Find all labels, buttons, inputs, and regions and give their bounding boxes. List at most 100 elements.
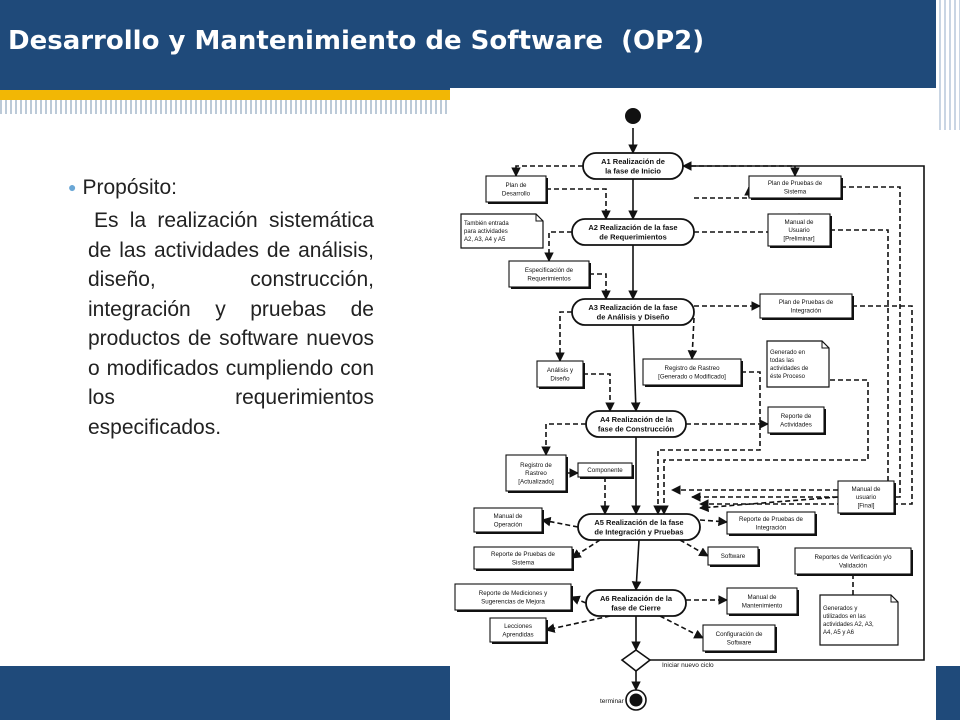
- purpose-text: Es la realización sistemática de las act…: [88, 209, 374, 439]
- diagram-label: Actividades: [780, 421, 812, 428]
- diagram-label: [Actualizado]: [518, 478, 554, 485]
- diagram-label: Reporte de Pruebas de: [491, 551, 556, 558]
- artifact-shape: [642, 358, 742, 386]
- diagram-label: Desarrollo: [502, 190, 531, 197]
- diagram-label: Plan de Pruebas de: [768, 180, 823, 187]
- diagram-label: Sistema: [512, 559, 535, 566]
- artifact-componente: Componente: [577, 462, 634, 479]
- data-flow-arrow: [541, 423, 586, 456]
- title-bar: [0, 0, 960, 90]
- diagram-label: Análisis y: [547, 367, 574, 374]
- artifact-registro-rastreo-gen: Registro de Rastreo[Generado o Modificad…: [642, 358, 743, 387]
- slide-title: Desarrollo y Mantenimiento de Software (…: [8, 26, 705, 56]
- diagram-label: utilizados en las: [823, 614, 866, 620]
- data-flow-arrow: [544, 231, 572, 262]
- diagram-label: Sugerencias de Mejora: [481, 598, 545, 605]
- diagram-label: Plan de Pruebas de: [779, 299, 834, 306]
- diagram-label: Sistema: [784, 188, 807, 195]
- data-flow-arrow: [687, 317, 698, 360]
- diagram-label: de Análisis y Diseño: [597, 312, 670, 321]
- diagram-label: A4 Realización de la: [600, 415, 673, 424]
- diagram-label: Usuario: [788, 227, 810, 234]
- artifact-shape: [726, 587, 798, 615]
- diagram-label: para actividades: [464, 229, 508, 235]
- diagram-label: Mantenimiento: [742, 602, 783, 609]
- artifact-shape: [473, 507, 543, 533]
- diagram-label: fase de Cierre: [611, 603, 661, 612]
- diagram-label: Plan de: [506, 182, 528, 189]
- artifact-shape: [702, 624, 776, 652]
- diagram-label: de Integración y Pruebas: [594, 527, 683, 536]
- data-flow-arrow: [511, 165, 583, 177]
- diagram-label: Configuración de: [716, 631, 763, 638]
- artifact-shape: [505, 454, 567, 492]
- end-label: terminar: [600, 698, 625, 705]
- data-flow-arrow: [589, 273, 611, 300]
- control-flow-arrow: [650, 161, 925, 661]
- artifact-shape: [794, 547, 912, 575]
- diagram-label: [Preliminar]: [783, 235, 815, 242]
- diagram-label: Integración: [756, 524, 787, 531]
- data-flow-arrow: [659, 615, 704, 639]
- activity-node-shape: [585, 589, 687, 617]
- diagram-label: Manual de: [785, 219, 814, 226]
- start-node: [625, 108, 641, 124]
- diagram-label: También entrada: [464, 221, 509, 227]
- diagram-label: Integración: [791, 307, 822, 314]
- diagram-label: Reporte de Mediciones y: [479, 590, 548, 597]
- data-flow-arrow: [545, 615, 611, 633]
- diagram-label: Rastreo: [525, 470, 547, 477]
- bullet-icon: ●: [68, 179, 77, 195]
- decorative-corner: [936, 0, 960, 130]
- artifact-shape: [508, 260, 590, 288]
- note-fold: [821, 341, 829, 349]
- diagram-label: Generado en: [770, 350, 805, 356]
- diagram-label: [Generado o Modificado]: [658, 373, 726, 380]
- diagram-label: A3 Realización de la fase: [588, 303, 677, 312]
- slide-content: ● Propósito: Es la realización sistemáti…: [68, 176, 374, 442]
- diagram-label: Reporte de: [781, 413, 812, 420]
- artifact-shape: [726, 511, 816, 535]
- activity-node-shape: [571, 218, 695, 246]
- diagram-label: Componente: [587, 467, 623, 474]
- artifact-shape: [767, 213, 831, 247]
- diagram-label: Reporte de Pruebas de: [739, 516, 804, 523]
- end-node: [629, 693, 643, 707]
- decision-node: [620, 649, 652, 673]
- diagram-label: A2, A3, A4 y A5: [464, 237, 506, 243]
- diagram-label: Software: [727, 639, 752, 646]
- artifact-shape: [485, 175, 547, 203]
- diagram-label: Requerimientos: [527, 275, 570, 282]
- data-flow-arrow: [555, 311, 572, 362]
- data-flow-arrow: [679, 539, 709, 557]
- artifact-shape: [748, 175, 842, 199]
- diagram-label: usuario: [856, 494, 877, 501]
- diagram-label: todas las: [770, 358, 794, 364]
- note-shape: [460, 213, 544, 249]
- data-flow-arrow: [571, 539, 601, 559]
- artifact-shape: [489, 617, 547, 643]
- diagram-label: A4, A5 y A6: [823, 630, 855, 636]
- artifact-shape: [536, 360, 584, 388]
- diagram-label: Generados y: [823, 606, 857, 612]
- artifact-shape: [707, 546, 759, 566]
